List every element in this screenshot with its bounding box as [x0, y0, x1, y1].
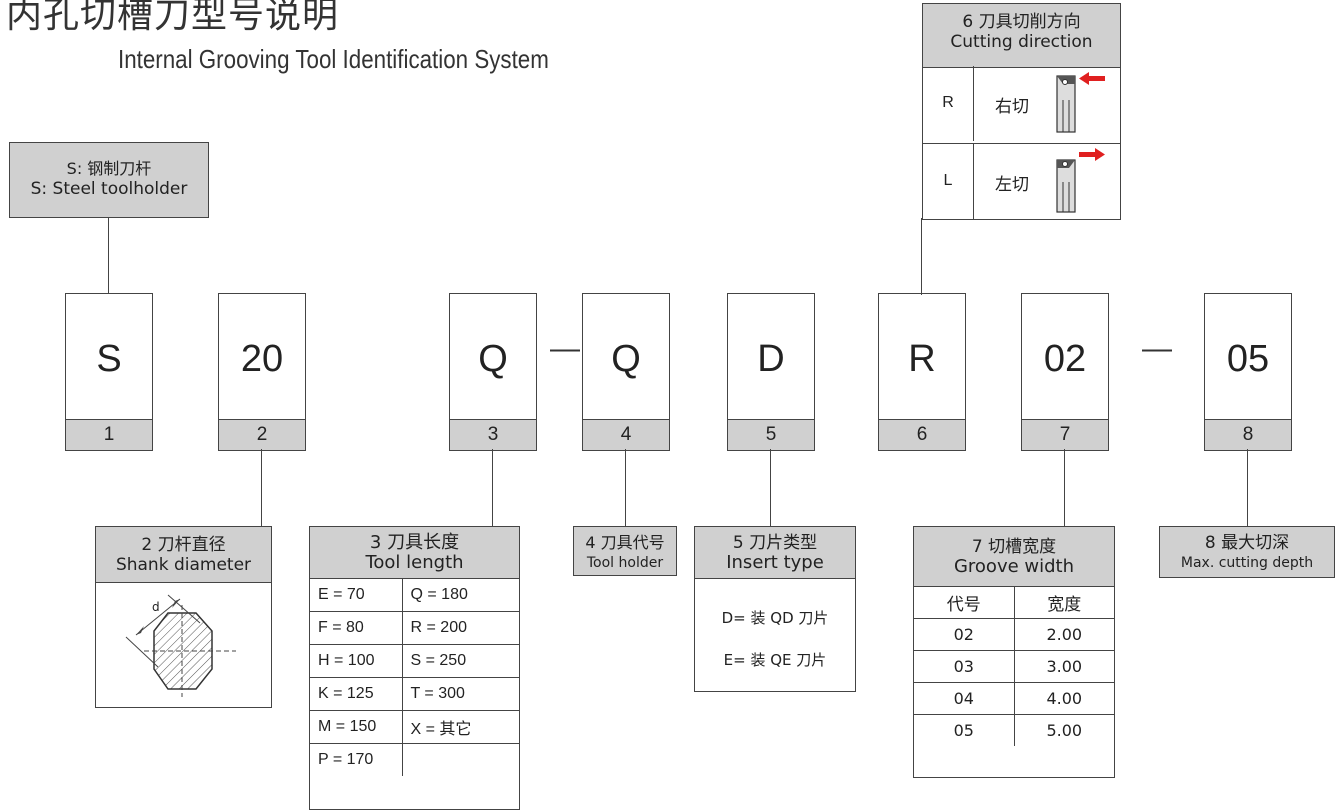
arrow-left-icon — [1079, 72, 1105, 85]
code-char: S — [96, 338, 122, 380]
code-position: 8 — [1205, 419, 1291, 450]
code-char: R — [908, 338, 936, 380]
connector-3 — [492, 449, 493, 528]
cutting-direction-row-l: L 左切 — [923, 143, 1120, 219]
code-char: Q — [478, 338, 508, 380]
code-box-1: S 1 — [65, 293, 153, 451]
code-box-3: Q 3 — [449, 293, 537, 451]
separator-dash-2: — — [1142, 332, 1172, 365]
connector-8 — [1247, 449, 1248, 528]
connector-6 — [921, 218, 922, 295]
tool-holder-box: 4 刀具代号 Tool holder — [573, 526, 677, 576]
connector-4 — [625, 449, 626, 528]
tool-holder-en: Tool holder — [586, 555, 664, 571]
code-char: Q — [611, 338, 641, 380]
code-position: 2 — [219, 419, 305, 450]
insert-type-item: D= 装 QD 刀片 — [721, 609, 829, 627]
code-char: 02 — [1043, 338, 1087, 380]
left-hand-tool-icon — [1056, 148, 1105, 213]
right-hand-tool-icon — [1056, 72, 1105, 133]
code-position: 3 — [450, 419, 536, 450]
shank-diameter-cn: 2 刀杆直径 — [141, 535, 226, 555]
shank-diameter-en: Shank diameter — [115, 555, 252, 575]
code-char: D — [757, 338, 785, 380]
steel-toolholder-en: S: Steel toolholder — [30, 179, 188, 199]
insert-type-header: 5 刀片类型 Insert type — [695, 527, 855, 579]
cutting-direction-cn: 6 刀具切削方向 — [962, 12, 1081, 32]
tool-holder-cn: 4 刀具代号 — [585, 533, 665, 552]
direction-label: 左切 — [995, 175, 1029, 195]
page-title-cn: 内孔切槽刀型号说明 — [6, 0, 340, 36]
max-depth-cn: 8 最大切深 — [1204, 533, 1290, 553]
code-position: 7 — [1022, 419, 1108, 450]
direction-code: R — [923, 66, 974, 141]
shank-diameter-panel: 2 刀杆直径 Shank diameter d — [95, 526, 272, 708]
code-box-7: 02 7 — [1021, 293, 1109, 451]
insert-type-panel: 5 刀片类型 Insert type D= 装 QD 刀片 E= 装 QE 刀片 — [694, 526, 856, 692]
shank-cross-section-icon: d — [125, 594, 236, 697]
code-box-4: Q 4 — [582, 293, 670, 451]
insert-type-cn: 5 刀片类型 — [732, 533, 818, 553]
shank-dim-label: d — [152, 600, 160, 614]
max-depth-en: Max. cutting depth — [1180, 555, 1314, 571]
tool-length-cn: 3 刀具长度 — [369, 532, 460, 553]
page-title-en: Internal Grooving Tool Identification Sy… — [118, 44, 549, 74]
insert-type-item: E= 装 QE 刀片 — [723, 651, 827, 669]
tool-length-en: Tool length — [365, 552, 464, 573]
code-box-2: 20 2 — [218, 293, 306, 451]
code-char: 20 — [240, 338, 284, 380]
code-position: 1 — [66, 419, 152, 450]
cutting-direction-panel: 6 刀具切削方向 Cutting direction R 右切 L 左切 — [922, 3, 1121, 220]
code-box-6: R 6 — [878, 293, 966, 451]
table-header-row: 代号宽度 — [914, 585, 1114, 618]
connector-7 — [1064, 449, 1065, 528]
code-box-8: 05 8 — [1204, 293, 1292, 451]
connector-2 — [261, 449, 262, 528]
cutting-direction-en: Cutting direction — [950, 32, 1093, 52]
steel-toolholder-box: S: 钢制刀杆 S: Steel toolholder — [9, 142, 209, 218]
direction-label: 右切 — [995, 97, 1029, 117]
groove-width-en: Groove width — [953, 556, 1075, 577]
direction-code: L — [923, 144, 974, 219]
tool-length-header: 3 刀具长度 Tool length — [310, 527, 519, 579]
code-box-5: D 5 — [727, 293, 815, 451]
code-position: 6 — [879, 419, 965, 450]
cutting-direction-header: 6 刀具切削方向 Cutting direction — [923, 4, 1120, 68]
shank-diameter-header: 2 刀杆直径 Shank diameter — [96, 527, 271, 583]
steel-toolholder-cn: S: 钢制刀杆 — [66, 159, 152, 178]
groove-width-cn: 7 切槽宽度 — [971, 537, 1057, 557]
groove-width-header: 7 切槽宽度 Groove width — [914, 527, 1114, 587]
code-position: 5 — [728, 419, 814, 450]
max-depth-box: 8 最大切深 Max. cutting depth — [1159, 526, 1335, 578]
cutting-direction-row-r: R 右切 — [923, 66, 1120, 141]
separator-dash-1: — — [550, 332, 580, 365]
connector-1 — [108, 218, 109, 295]
insert-type-en: Insert type — [726, 552, 824, 573]
code-position: 4 — [583, 419, 669, 450]
table-row: P = 170 — [310, 742, 519, 776]
arrow-right-icon — [1079, 148, 1105, 161]
code-char: 05 — [1226, 338, 1270, 380]
connector-5 — [770, 449, 771, 528]
